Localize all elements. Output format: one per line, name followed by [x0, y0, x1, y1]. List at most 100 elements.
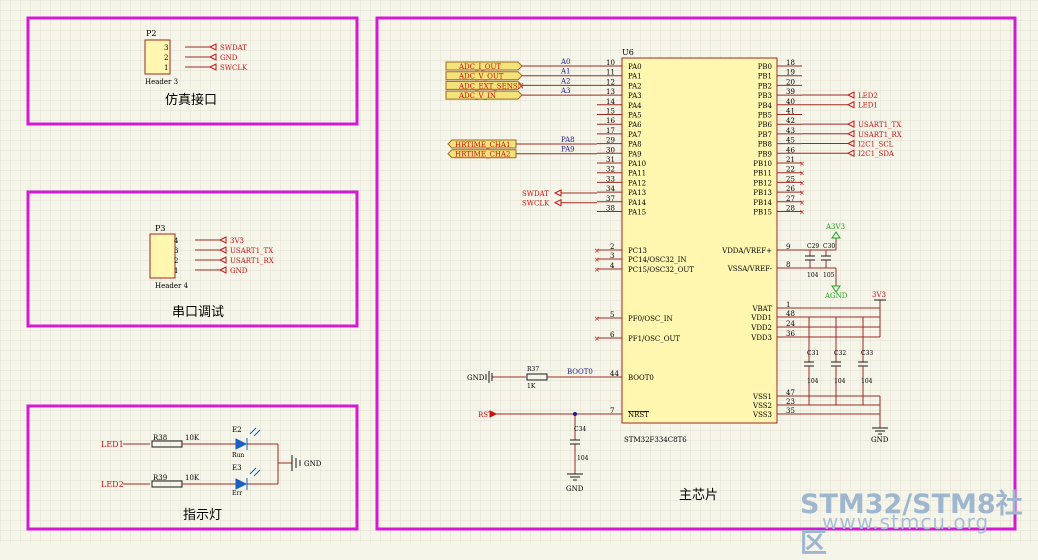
block-title-debug: 仿真接口	[165, 92, 217, 108]
pin-pa12: PA12	[628, 179, 646, 187]
pin-pa13: PA13	[628, 189, 646, 197]
pin-num-5: 5	[610, 311, 614, 319]
nc-mark: ×	[799, 189, 805, 197]
pin-nrst: NRST	[628, 411, 649, 419]
block-title-mcu: 主芯片	[679, 488, 718, 503]
pin-num-43: 43	[786, 127, 795, 135]
pin-num-1: 1	[786, 301, 790, 309]
pin-num-22: 22	[786, 166, 795, 174]
wire-a1: A1	[560, 68, 571, 76]
pin-pb11: PB11	[753, 170, 772, 178]
pin-pb12: PB12	[753, 179, 772, 187]
pin-pa11: PA11	[628, 170, 646, 178]
p2-net-gnd: GND	[220, 54, 238, 62]
block-mcu-frame	[375, 16, 1017, 531]
pin-num-13: 13	[606, 88, 615, 96]
nc-mark: ×	[799, 179, 805, 187]
p3-footprint: Header 4	[155, 282, 189, 290]
nc-mark: ×	[799, 209, 805, 217]
pin-num-14: 14	[606, 98, 615, 106]
pin-pc15-osc32_out: PC15/OSC32_OUT	[628, 266, 694, 274]
pin-num-6: 6	[610, 331, 615, 339]
pin-num-3: 3	[610, 252, 614, 260]
pin-pa15: PA15	[628, 209, 646, 217]
pin-pa8: PA8	[628, 141, 642, 149]
pin-num-35: 35	[786, 407, 795, 415]
r37-val: 1K	[527, 383, 536, 390]
decoupling-caps	[796, 299, 888, 435]
block-title-serial: 串口调试	[172, 305, 224, 320]
pin-num-17: 17	[606, 127, 615, 135]
pin-num-4: 4	[610, 262, 615, 270]
analog-supply	[796, 231, 841, 293]
c30-ref: C30	[823, 243, 835, 250]
boot-gnd: GND	[467, 374, 485, 382]
pin-num-16: 16	[606, 117, 615, 125]
r38-ref: R38	[153, 434, 167, 442]
pin-vdd2: VDD2	[750, 324, 772, 332]
pin-num-42: 42	[786, 117, 795, 125]
pin-pb13: PB13	[753, 189, 772, 197]
a3v3-label: A3V3	[825, 223, 845, 231]
mcu-ref: U6	[622, 48, 634, 57]
pin-pb5: PB5	[758, 112, 772, 120]
pin-pf1-osc_out: PF1/OSC_OUT	[628, 335, 680, 343]
pin-vddavref: VDDA/VREF+	[721, 247, 772, 255]
pin-num-18: 18	[786, 59, 795, 67]
pin-pb4: PB4	[758, 102, 773, 110]
pin-num-39: 39	[786, 88, 795, 96]
p3-net-3v3: 3V3	[230, 237, 244, 245]
p2-net-swdat: SWDAT	[220, 44, 247, 52]
pin-pb1: PB1	[758, 73, 772, 81]
c31-val: 104	[807, 378, 819, 385]
net-swclk: SWCLK	[522, 200, 550, 208]
p3-ref: P3	[155, 224, 165, 233]
pin-num-33: 33	[606, 175, 615, 183]
pin-num-26: 26	[786, 185, 795, 193]
pin-pc13: PC13	[628, 247, 647, 255]
c32-ref: C32	[834, 350, 846, 357]
c29-ref: C29	[807, 243, 819, 250]
nc-mark: ×	[594, 247, 600, 255]
pin-num-27: 27	[786, 195, 795, 203]
r37-ref: R37	[527, 366, 539, 373]
pin-pa10: PA10	[628, 160, 646, 168]
p3-pin-1: 1	[174, 267, 178, 275]
pin-pa9: PA9	[628, 150, 642, 158]
boot-reset-circuit	[485, 371, 622, 481]
boot-net: BOOT0	[567, 368, 593, 376]
e2-val: Run	[232, 452, 244, 459]
c33-val: 104	[861, 378, 873, 385]
block-serial-frame	[26, 190, 359, 328]
agnd-label: AGND	[824, 292, 848, 300]
pin-num-38: 38	[606, 205, 615, 213]
nc-mark: ×	[799, 160, 805, 168]
rst-net: RST	[478, 411, 493, 419]
pin-num-34: 34	[606, 185, 615, 193]
c31-ref: C31	[807, 350, 819, 357]
pin-num-45: 45	[786, 137, 795, 145]
p2-pin-2: 2	[164, 54, 168, 62]
pin-pb6: PB6	[758, 121, 773, 129]
net-led1: LED1	[858, 102, 878, 110]
p2-ref: P2	[146, 29, 156, 38]
pin-pb8: PB8	[758, 141, 772, 149]
pin-pa4: PA4	[628, 102, 642, 110]
pin-pc14-osc32_in: PC14/OSC32_IN	[628, 256, 687, 264]
e3-ref: E3	[232, 464, 242, 472]
pin-num-30: 30	[606, 146, 615, 154]
c32-val: 104	[834, 378, 846, 385]
nc-mark: ×	[594, 256, 600, 264]
pin-vssavref: VSSA/VREF-	[727, 265, 773, 273]
pin-pa3: PA3	[628, 92, 642, 100]
pin-num-7: 7	[610, 407, 614, 415]
nc-mark: ×	[799, 170, 805, 178]
mcu-part: STM32F334C8T6	[624, 436, 687, 444]
pin-num-32: 32	[606, 166, 615, 174]
block-indicator-frame	[26, 404, 359, 531]
port-adc_ext_sensn: ADC_EXT_SENSN	[458, 82, 524, 90]
pin-vss2: VSS2	[752, 402, 772, 410]
led1-net: LED1	[101, 440, 124, 449]
